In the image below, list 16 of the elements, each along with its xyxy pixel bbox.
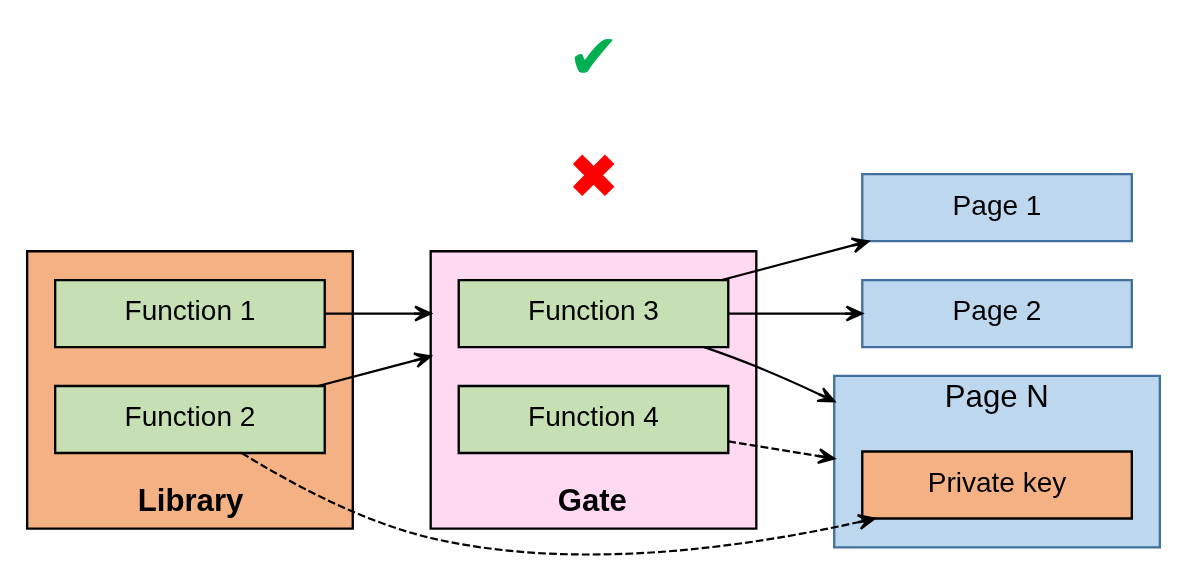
arrow [728,305,864,322]
label: ✔ [567,19,620,93]
arrow [317,351,432,387]
node-box: Function 3 [457,278,730,348]
node-box: Page 2 [861,278,1133,348]
arrow [728,439,836,464]
arrow [241,451,876,556]
arrow [324,305,432,322]
arrow [721,236,870,281]
node-box: Function 1 [54,278,326,348]
node-box: Page 1 [861,172,1133,242]
node-box: Private key [861,449,1133,520]
node-box: Function 4 [457,384,730,454]
node-box: Function 2 [54,384,326,454]
label: ✖ [567,139,620,213]
arrow [703,345,836,402]
